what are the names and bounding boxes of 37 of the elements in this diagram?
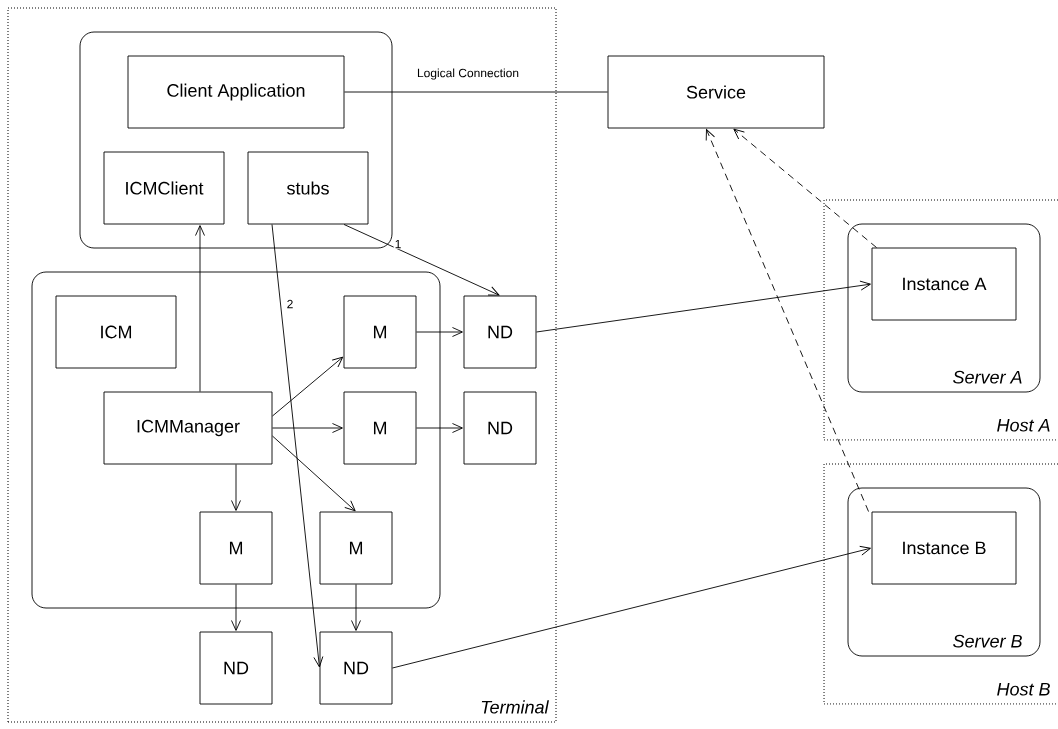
edge-label: 2 (285, 298, 295, 310)
process-box: Client Application (127, 55, 345, 129)
process-box: M (199, 511, 273, 585)
arrow (416, 327, 463, 337)
arrow (343, 224, 500, 296)
arrow (231, 464, 241, 511)
process-box: Instance A (871, 247, 1017, 321)
rounded-box (79, 31, 393, 249)
arrow (351, 584, 361, 631)
arrow (536, 280, 871, 333)
edge-label: 1 (393, 238, 403, 250)
process-box: ICM (55, 295, 177, 369)
arrow (416, 423, 463, 433)
dashed-arrow (733, 128, 877, 248)
arrow (272, 423, 343, 433)
process-box: M (319, 511, 393, 585)
process-box: M (343, 391, 417, 465)
edge-label: Logical Connection (415, 67, 521, 81)
arrow (392, 545, 871, 669)
arrow (272, 356, 344, 417)
process-box: ND (463, 391, 537, 465)
process-box: ND (319, 631, 393, 705)
process-box: ND (463, 295, 537, 369)
arrow (272, 435, 356, 512)
arrow (231, 584, 241, 631)
process-box: Instance B (871, 511, 1017, 585)
arrow (195, 225, 205, 392)
dashed-arrow (705, 129, 869, 512)
process-box: Service (607, 55, 825, 129)
connector-line (344, 91, 608, 93)
process-box: M (343, 295, 417, 369)
arrow (271, 224, 324, 668)
process-box: ICMManager (103, 391, 273, 465)
process-box: ICMClient (103, 151, 225, 225)
rounded-box (31, 271, 441, 609)
process-box: stubs (247, 151, 369, 225)
process-box: ND (199, 631, 273, 705)
